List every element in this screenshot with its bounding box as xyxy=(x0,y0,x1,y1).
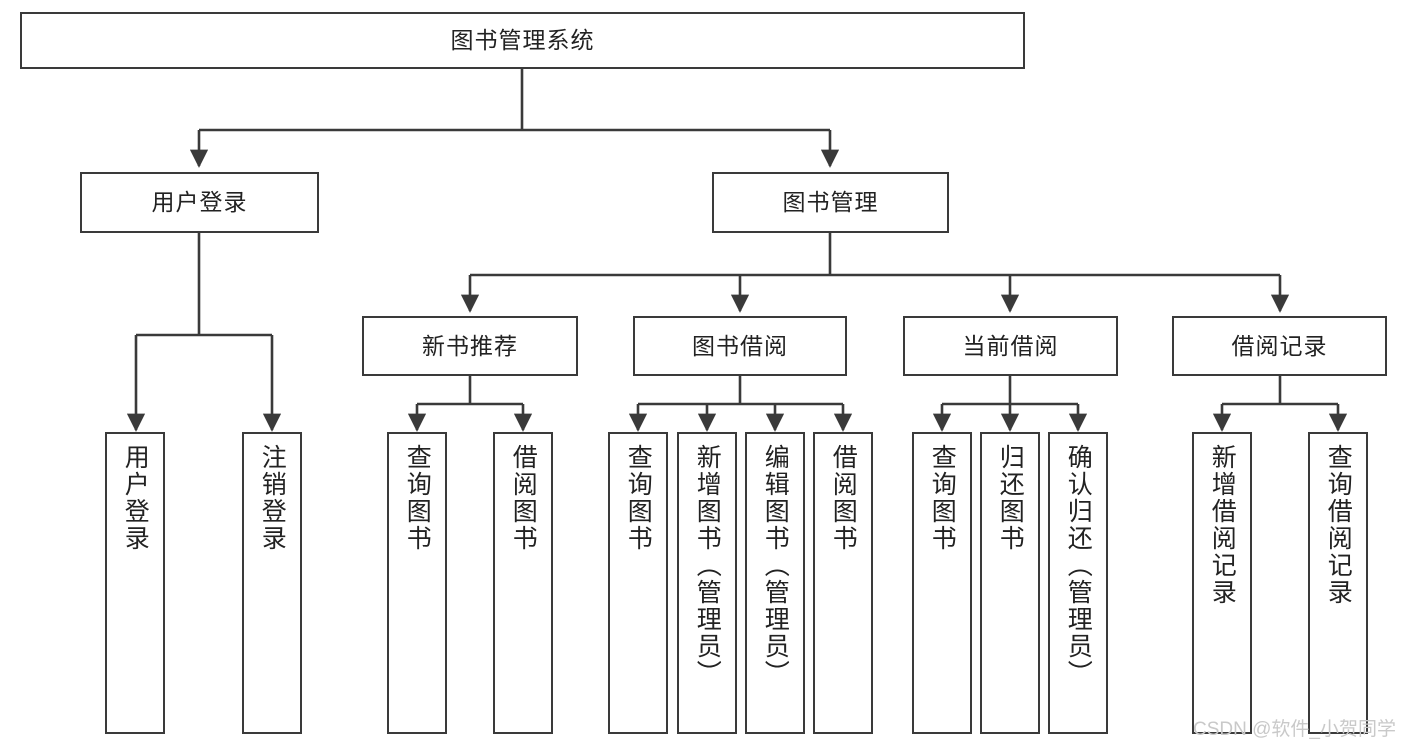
node-leaf-add-book-label: 新增图书（管理员） xyxy=(693,444,722,687)
node-book-management[interactable]: 图书管理 xyxy=(712,172,949,233)
node-current-borrow[interactable]: 当前借阅 xyxy=(903,316,1118,376)
node-leaf-user-login[interactable]: 用户登录 xyxy=(105,432,165,734)
node-user-login[interactable]: 用户登录 xyxy=(80,172,319,233)
node-user-login-label: 用户登录 xyxy=(151,189,248,216)
node-leaf-add-record[interactable]: 新增借阅记录 xyxy=(1192,432,1252,734)
node-leaf-edit-book-label: 编辑图书（管理员） xyxy=(761,444,790,687)
node-leaf-confirm-return-label: 确认归还（管理员） xyxy=(1064,444,1093,687)
node-current-borrow-label: 当前借阅 xyxy=(962,332,1059,359)
node-leaf-user-login-label: 用户登录 xyxy=(121,444,150,552)
node-borrow-record-label: 借阅记录 xyxy=(1231,332,1328,359)
node-leaf-borrow-book-1[interactable]: 借阅图书 xyxy=(493,432,553,734)
node-leaf-query-book-2-label: 查询图书 xyxy=(624,444,653,552)
node-leaf-query-book-2[interactable]: 查询图书 xyxy=(608,432,668,734)
node-leaf-query-book-1[interactable]: 查询图书 xyxy=(387,432,447,734)
node-leaf-logout-label: 注销登录 xyxy=(258,444,287,552)
node-leaf-add-book[interactable]: 新增图书（管理员） xyxy=(677,432,737,734)
node-leaf-query-book-3-label: 查询图书 xyxy=(928,444,957,552)
node-leaf-query-record-label: 查询借阅记录 xyxy=(1324,444,1353,606)
node-leaf-borrow-book-2-label: 借阅图书 xyxy=(829,444,858,552)
node-leaf-borrow-book-1-label: 借阅图书 xyxy=(509,444,538,552)
node-leaf-return-book-label: 归还图书 xyxy=(996,444,1025,552)
node-root-system-label: 图书管理系统 xyxy=(450,27,595,54)
node-book-borrow[interactable]: 图书借阅 xyxy=(633,316,847,376)
node-new-book-recommend-label: 新书推荐 xyxy=(422,332,518,359)
node-leaf-query-book-3[interactable]: 查询图书 xyxy=(912,432,972,734)
node-leaf-borrow-book-2[interactable]: 借阅图书 xyxy=(813,432,873,734)
node-borrow-record[interactable]: 借阅记录 xyxy=(1172,316,1387,376)
node-book-borrow-label: 图书借阅 xyxy=(692,332,788,359)
node-leaf-add-record-label: 新增借阅记录 xyxy=(1208,444,1237,606)
node-leaf-query-book-1-label: 查询图书 xyxy=(403,444,432,552)
node-leaf-return-book[interactable]: 归还图书 xyxy=(980,432,1040,734)
node-leaf-logout[interactable]: 注销登录 xyxy=(242,432,302,734)
node-book-management-label: 图书管理 xyxy=(782,189,879,216)
node-leaf-query-record[interactable]: 查询借阅记录 xyxy=(1308,432,1368,734)
node-leaf-confirm-return[interactable]: 确认归还（管理员） xyxy=(1048,432,1108,734)
node-leaf-edit-book[interactable]: 编辑图书（管理员） xyxy=(745,432,805,734)
node-new-book-recommend[interactable]: 新书推荐 xyxy=(362,316,578,376)
watermark-csdn: CSDN @软件_小贺同学 xyxy=(1193,719,1396,740)
node-root-system[interactable]: 图书管理系统 xyxy=(20,12,1025,69)
